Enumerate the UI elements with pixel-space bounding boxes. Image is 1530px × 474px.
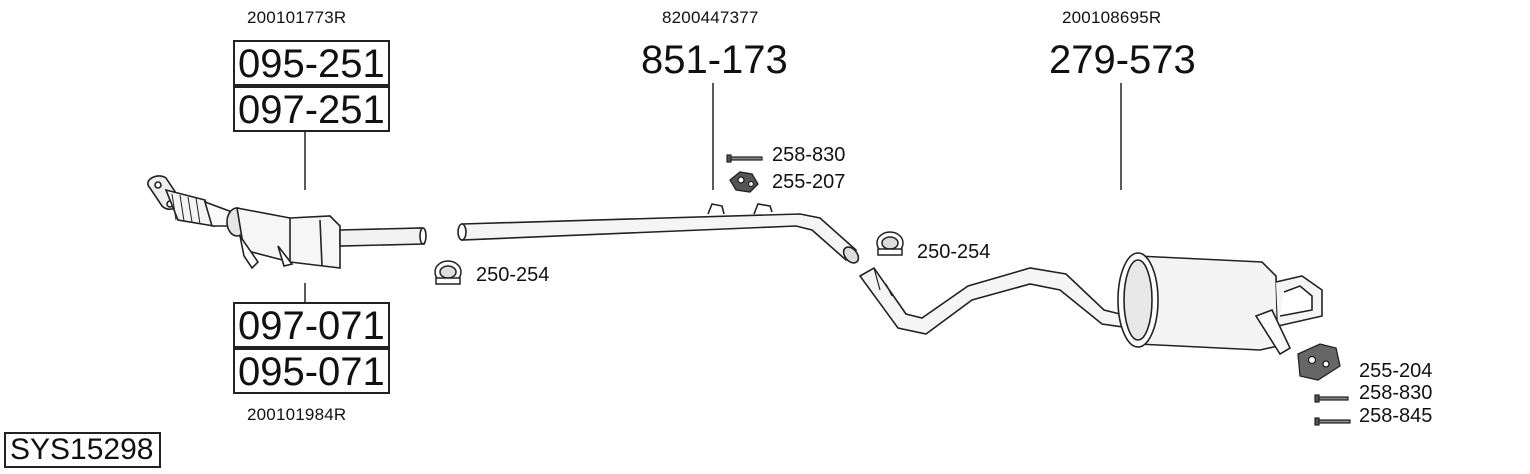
middle-rubber-label[interactable]: 255-207 — [772, 171, 846, 193]
system-code: SYS15298 — [4, 432, 162, 468]
rear-silencer-drawing — [858, 252, 1323, 356]
bolt-258-830-rear-drawing — [1314, 394, 1349, 403]
middle-pipe-drawing — [457, 203, 860, 264]
rear-silencer-part[interactable]: 279-573 — [1049, 38, 1196, 82]
middle-bolt-label[interactable]: 258-830 — [772, 144, 846, 166]
middle-pipe-part[interactable]: 851-173 — [641, 38, 788, 82]
catalytic-part-bottom-2[interactable]: 095-071 — [233, 348, 390, 394]
clamp-left-label[interactable]: 250-254 — [476, 264, 550, 286]
mount-255-204-drawing — [1297, 343, 1341, 381]
rear-bolt-1-label[interactable]: 258-830 — [1359, 382, 1433, 404]
clamp-left-drawing — [434, 260, 462, 285]
catalytic-converter-drawing — [147, 175, 427, 270]
middle-pipe-oe-number: 8200447377 — [662, 8, 759, 27]
rear-bolt-2-label[interactable]: 258-845 — [1359, 405, 1433, 427]
catalytic-oe-number: 200101773R — [247, 8, 347, 27]
rear-silencer-oe-number: 200108695R — [1062, 8, 1162, 27]
catalytic-oe-number-bottom: 200101984R — [247, 405, 347, 424]
rubber-255-207-drawing — [729, 171, 759, 193]
bolt-258-845-drawing — [1314, 417, 1351, 426]
clamp-right-label[interactable]: 250-254 — [917, 241, 991, 263]
clamp-right-drawing — [876, 231, 904, 256]
catalytic-part-top-1[interactable]: 095-251 — [233, 40, 390, 86]
catalytic-part-bottom-1[interactable]: 097-071 — [233, 302, 390, 348]
bolt-258-830-mid-drawing — [726, 154, 763, 163]
rear-mount-label[interactable]: 255-204 — [1359, 360, 1433, 382]
catalytic-part-top-2[interactable]: 097-251 — [233, 86, 390, 132]
